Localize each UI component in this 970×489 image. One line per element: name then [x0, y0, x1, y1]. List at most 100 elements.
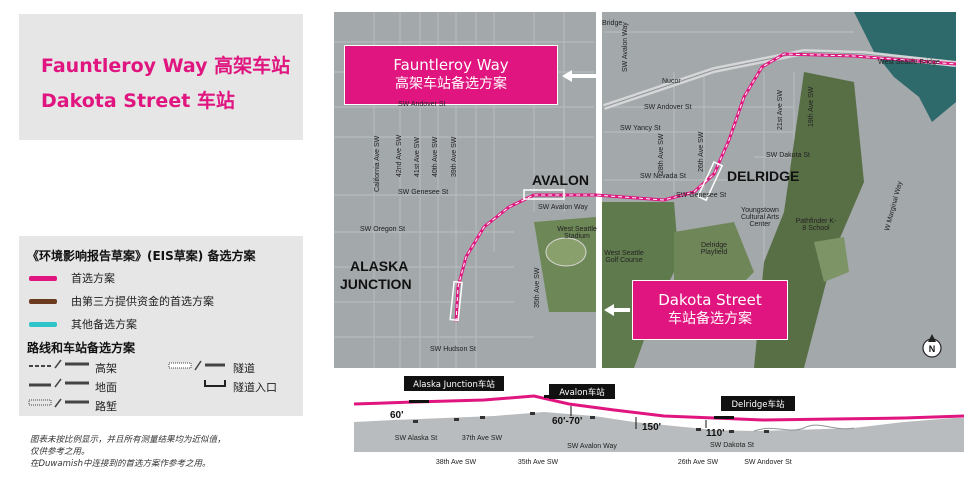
street-label: 41st Ave SW — [414, 137, 421, 177]
dakota-pointer — [604, 304, 630, 316]
pathfinder-area — [814, 237, 849, 282]
street-label: SW Genesee St — [676, 192, 727, 199]
street-label: SW Hudson St — [430, 346, 476, 353]
delridge-label: DELRIDGE — [727, 168, 800, 184]
elevated-icon — [29, 359, 89, 369]
legend-panel: 《环境影响报告草案》(EIS草案) 备选方案 首选方案 由第三方提供资金的首选方… — [19, 236, 303, 416]
street-label: California Ave SW — [374, 135, 381, 192]
street-label: 26th Ave SW — [698, 131, 705, 172]
legend-item-third-party: 由第三方提供资金的首选方案 — [71, 295, 214, 308]
cross-street-ticks — [413, 412, 769, 433]
route-type-icons — [28, 359, 89, 408]
trench-icon — [28, 398, 89, 408]
at-grade-icon — [29, 378, 89, 388]
delridge-platform — [714, 416, 734, 419]
street-label: 42nd Ave SW — [396, 134, 403, 177]
legend-swatch-preferred — [29, 276, 57, 281]
height-label: 60'-70' — [552, 416, 582, 427]
avalon-platform — [544, 395, 564, 398]
height-label: 110' — [706, 428, 725, 439]
title-line-2: Dakota Street 车站 — [41, 90, 235, 112]
place-label: Pathfinder K-8 School — [795, 218, 837, 232]
cross-street-label: SW Dakota St — [710, 442, 754, 449]
height-label: 150' — [642, 422, 661, 433]
delridge-station — [696, 160, 724, 202]
tunnel-label: 隧道 — [233, 362, 255, 375]
profile-station-delridge-box — [721, 396, 795, 411]
note-line-3: 在Duwamish中连接到的首选方案作参考之用。 — [30, 459, 211, 469]
route-type-trench: 路堑 — [95, 400, 117, 413]
alaska-platform — [409, 400, 429, 403]
cross-street-label: 38th Ave SW — [436, 459, 477, 466]
street-label: SW Dakota St — [766, 152, 810, 159]
terrain-detail — [753, 424, 855, 432]
legend-heading: 《环境影响报告草案》(EIS草案) 备选方案 — [27, 249, 256, 263]
fauntleroy-callout-line1: Fauntleroy Way — [393, 56, 509, 74]
map-area: N Fauntleroy Way 高架车站备选方案 Dakota Street … — [334, 12, 956, 368]
profile-station-avalon: Avalon车站 — [559, 387, 605, 398]
street-label: SW Avalon Way — [538, 204, 588, 211]
title-panel: Fauntleroy Way 高架车站 Dakota Street 车站 — [19, 14, 303, 140]
avalon-station — [523, 189, 565, 200]
duwamish-waterway — [854, 12, 956, 122]
cross-street-label: SW Avalon Way — [567, 443, 617, 450]
note-line-2: 仅供参考之用。 — [30, 447, 90, 457]
profile-track — [353, 394, 964, 422]
note-line-1: 图表未按比例显示，并且所有测量结果均为近似值， — [30, 435, 226, 445]
street-label: Bridge — [602, 20, 623, 27]
cross-street-label: SW Andover St — [744, 459, 792, 466]
elevation-profile: Alaska Junction车站 Avalon车站 Delridge车站 60… — [353, 376, 964, 466]
street-label: 40th Ave SW — [432, 136, 439, 177]
tunnel-portal-label: 隧道入口 — [233, 381, 277, 394]
route-type-elevated: 高架 — [95, 362, 117, 375]
stadium-field — [545, 237, 587, 267]
preferred-alignment-dash — [455, 53, 956, 323]
route-type-at-grade: 地面 — [95, 381, 117, 394]
cross-street-label: 37th Ave SW — [462, 435, 503, 442]
north-arrow-pointer — [928, 334, 936, 342]
north-label: N — [929, 344, 936, 354]
street-label: SW Oregon St — [360, 226, 406, 233]
title-line-1: Fauntleroy Way 高架车站 — [41, 55, 291, 77]
street-label: 19th Ave SW — [808, 86, 815, 127]
ground-profile — [354, 412, 964, 452]
junction-label: JUNCTION — [340, 276, 412, 292]
street-label: SW Andover St — [398, 101, 446, 108]
route-heading: 路线和车站备选方案 — [27, 341, 136, 355]
street-label: SW Yancy St — [620, 125, 661, 132]
bridge-centerline — [603, 51, 956, 108]
alaska-junction-station — [449, 280, 463, 322]
place-label: West Seattle Golf Course — [604, 250, 644, 264]
street-label: SW Avalon Way — [622, 22, 629, 72]
map-divider — [596, 12, 602, 368]
street-label: West Seattle Bridge — [878, 59, 940, 66]
place-label: Delridge Playfield — [700, 242, 728, 256]
street-label: 39th Ave SW — [451, 136, 458, 177]
cross-street-label: SW Alaska St — [395, 435, 437, 442]
street-label: 28th Ave SW — [658, 133, 665, 174]
height-label: 60' — [390, 410, 404, 421]
place-label: West Seattle Stadium — [557, 226, 597, 240]
avalon-label: AVALON — [532, 172, 590, 188]
fauntleroy-pointer — [562, 70, 596, 82]
street-label: SW Andover St — [644, 104, 692, 111]
street-label: SW Genesee St — [398, 189, 449, 196]
dakota-callout-line1: Dakota Street — [658, 291, 762, 309]
place-label: Youngstown Cultural Arts Center — [740, 207, 780, 228]
legend-swatch-third-party — [29, 299, 57, 304]
profile-station-alaska: Alaska Junction车站 — [413, 379, 495, 390]
legend-item-preferred: 首选方案 — [71, 272, 115, 285]
tunnel-icons — [168, 360, 226, 387]
alaska-label: ALASKA — [350, 258, 409, 274]
profile-station-delridge: Delridge车站 — [731, 399, 785, 410]
legend-swatch-other — [29, 322, 57, 327]
cross-street-label: 26th Ave SW — [678, 459, 719, 466]
tunnel-portal-icon — [204, 380, 226, 387]
fauntleroy-callout: Fauntleroy Way 高架车站备选方案 — [344, 45, 558, 105]
street-label: 21st Ave SW — [777, 90, 784, 130]
street-label: 35th Ave SW — [534, 267, 541, 308]
profile-station-avalon-box — [549, 384, 615, 399]
fauntleroy-callout-line2: 高架车站备选方案 — [395, 76, 507, 92]
profile-station-alaska-box — [404, 376, 504, 391]
dakota-callout-line2: 车站备选方案 — [668, 311, 752, 327]
